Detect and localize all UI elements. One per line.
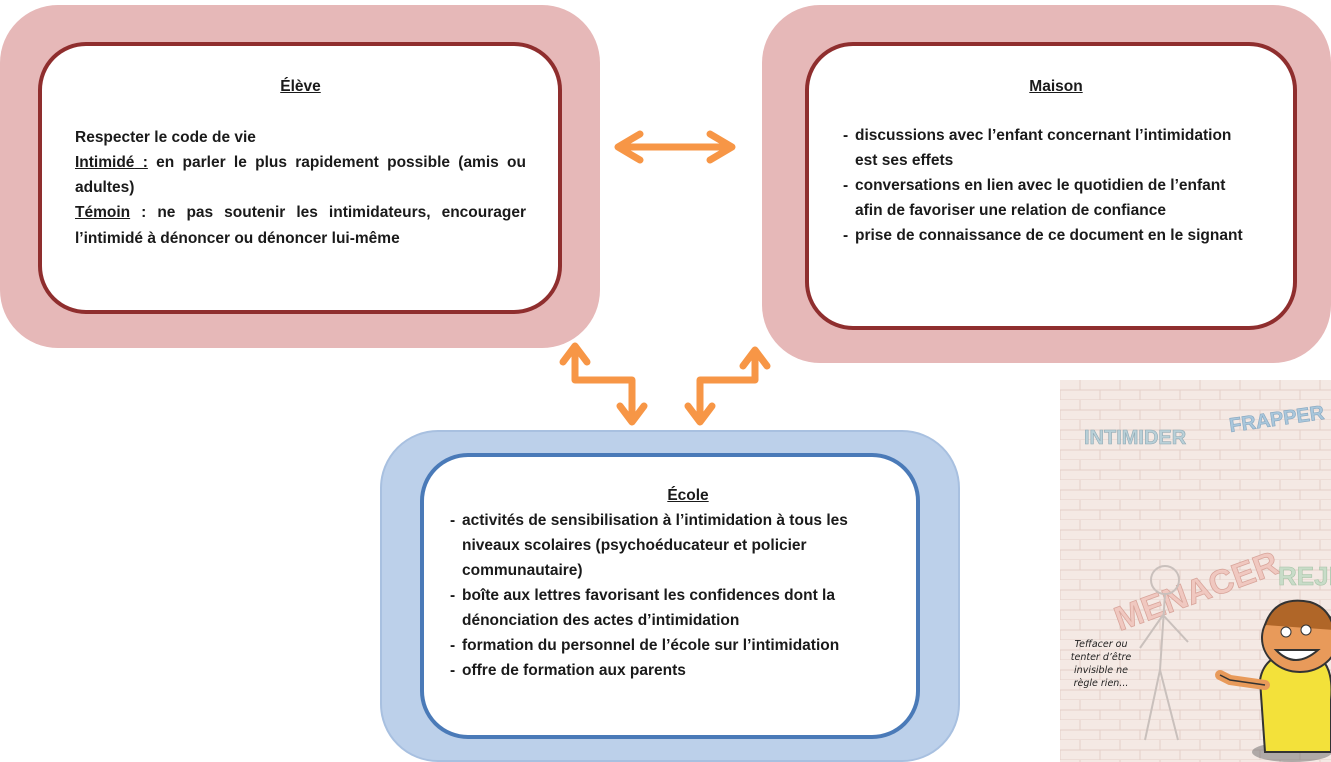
temoin-label: Témoin <box>75 204 131 221</box>
ecole-list: activités de sensibilisation à l’intimid… <box>450 508 890 683</box>
ecole-item: boîte aux lettres favorisant les confide… <box>450 583 890 633</box>
maison-title: Maison <box>1029 78 1083 95</box>
ecole-title: École <box>667 487 709 504</box>
poster-illustration: INTIMIDER FRAPPER MENACER REJE Teffacer … <box>1060 380 1331 762</box>
ecole-item: offre de formation aux parents <box>450 658 890 683</box>
eleve-line-temoin: Témoin : ne pas soutenir les intimidateu… <box>75 204 526 247</box>
ecole-item: formation du personnel de l’école sur l’… <box>450 633 890 658</box>
poster-word-reje: REJE <box>1278 561 1331 591</box>
eleve-line-code-de-vie: Respecter le code de vie <box>75 129 256 146</box>
maison-item: prise de connaissance de ce document en … <box>843 223 1243 248</box>
arrow-maison-ecole <box>684 346 771 426</box>
faint-figure <box>1139 565 1189 741</box>
eleve-line-intimide: Intimidé : en parler le plus rapidement … <box>75 154 526 196</box>
intimide-label: Intimidé <box>75 154 135 171</box>
eleve-title: Élève <box>280 78 321 95</box>
maison-box: Maison discussions avec l’enfant concern… <box>805 42 1297 330</box>
temoin-text: ne pas soutenir les intimidateurs, encou… <box>75 204 526 247</box>
maison-item: conversations en lien avec le quotidien … <box>843 173 1243 223</box>
poster-caption: Teffacer ou tenter d’être invisible ne r… <box>1070 639 1132 689</box>
ecole-box: École activités de sensibilisation à l’i… <box>420 453 920 739</box>
ecole-item: activités de sensibilisation à l’intimid… <box>450 508 890 583</box>
arrow-eleve-maison <box>614 130 736 164</box>
maison-item: discussions avec l’enfant concernant l’i… <box>843 123 1243 173</box>
cartoon-bully <box>1215 599 1331 762</box>
intimide-text: en parler le plus rapidement possible (a… <box>75 154 526 196</box>
arrow-eleve-ecole <box>559 342 648 426</box>
poster-word-intimider: INTIMIDER <box>1084 427 1187 449</box>
maison-list: discussions avec l’enfant concernant l’i… <box>843 123 1243 248</box>
eleve-box: Élève Respecter le code de vie Intimidé … <box>38 42 562 314</box>
